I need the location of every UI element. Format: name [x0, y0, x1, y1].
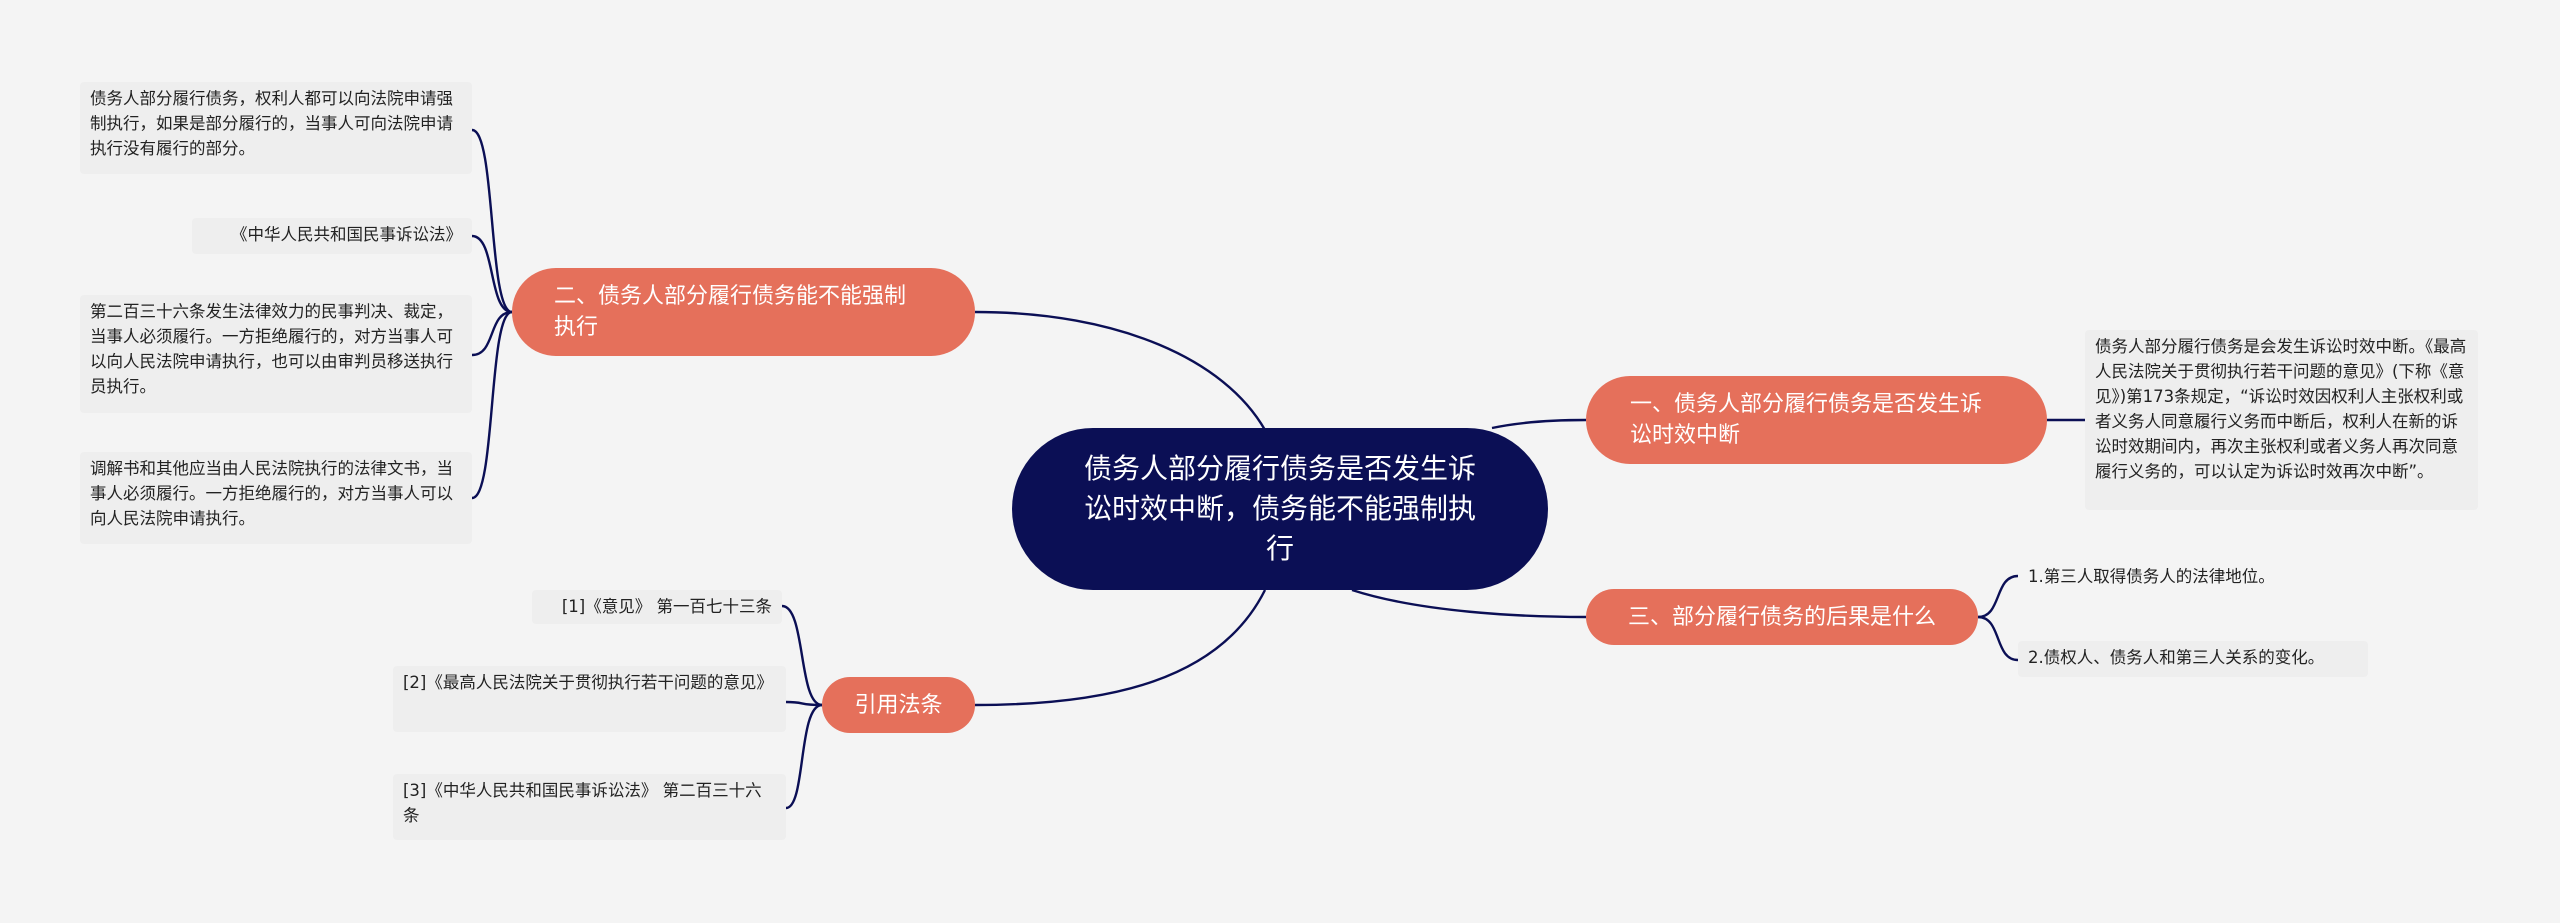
- leaf-b2-4-text: 调解书和其他应当由人民法院执行的法律文书，当事人必须履行。一方拒绝履行的，对方当…: [90, 459, 453, 528]
- leaf-b2-3-text: 第二百三十六条发生法律效力的民事判决、裁定，当事人必须履行。一方拒绝履行的，对方…: [90, 302, 453, 396]
- branch-label-b2: 二、债务人部分履行债务能不能强制执行: [554, 284, 907, 340]
- leaf-b3-2-text: 2.债权人、债务人和第三人关系的变化。: [2028, 648, 2325, 667]
- leaf-b2-3[interactable]: 第二百三十六条发生法律效力的民事判决、裁定，当事人必须履行。一方拒绝履行的，对方…: [80, 295, 472, 413]
- leaf-b4-3-text: [3]《中华人民共和国民事诉讼法》 第二百三十六条: [403, 781, 762, 825]
- link-b3-leaf2: [1977, 615, 2019, 662]
- leaf-b2-2[interactable]: 《中华人民共和国民事诉讼法》: [192, 218, 472, 254]
- leaf-b4-3[interactable]: [3]《中华人民共和国民事诉讼法》 第二百三十六条: [393, 774, 786, 840]
- branch-node-b2[interactable]: 二、债务人部分履行债务能不能强制执行: [512, 268, 975, 356]
- leaf-b4-1-text: [1]《意见》 第一百七十三条: [561, 597, 772, 616]
- central-topic[interactable]: 债务人部分履行债务是否发生诉讼时效中断，债务能不能强制执行: [1012, 428, 1548, 590]
- link-central-b3: [1351, 588, 1587, 619]
- leaf-b3-1[interactable]: 1.第三人取得债务人的法律地位。: [2018, 560, 2338, 594]
- branch-node-b4[interactable]: 引用法条: [822, 677, 975, 733]
- leaf-b2-4[interactable]: 调解书和其他应当由人民法院执行的法律文书，当事人必须履行。一方拒绝履行的，对方当…: [80, 452, 472, 544]
- branch-node-b3[interactable]: 三、部分履行债务的后果是什么: [1586, 589, 1978, 645]
- leaf-b4-2-text: [2]《最高人民法院关于贯彻执行若干问题的意见》: [403, 673, 773, 692]
- link-b4-leaf2: [785, 700, 823, 707]
- branch-label-b3: 三、部分履行债务的后果是什么: [1627, 604, 1936, 630]
- link-b2-leaf3: [471, 310, 513, 357]
- leaf-b4-1[interactable]: [1]《意见》 第一百七十三条: [532, 590, 782, 624]
- link-b2-leaf2: [471, 234, 513, 314]
- branch-node-b1[interactable]: 一、债务人部分履行债务是否发生诉讼时效中断: [1586, 376, 2047, 464]
- leaf-b2-2-text: 《中华人民共和国民事诉讼法》: [231, 225, 462, 244]
- leaf-b2-1-text: 债务人部分履行债务，权利人都可以向法院申请强制执行，如果是部分履行的，当事人可向…: [90, 89, 453, 158]
- link-b4-leaf1: [781, 604, 823, 707]
- link-b2-leaf1: [471, 128, 513, 314]
- leaf-b4-2[interactable]: [2]《最高人民法院关于贯彻执行若干问题的意见》: [393, 666, 786, 732]
- leaf-b3-1-text: 1.第三人取得债务人的法律地位。: [2028, 567, 2275, 586]
- leaf-b3-2[interactable]: 2.债权人、债务人和第三人关系的变化。: [2018, 641, 2368, 677]
- link-central-b4: [974, 589, 1267, 707]
- branch-label-b1: 一、债务人部分履行债务是否发生诉讼时效中断: [1630, 392, 1983, 448]
- link-central-b2: [974, 310, 1267, 431]
- central-topic-text: 债务人部分履行债务是否发生诉讼时效中断，债务能不能强制执行: [1084, 452, 1477, 565]
- link-central-b1: [1491, 418, 1587, 430]
- link-b4-leaf3: [785, 703, 823, 810]
- link-b3-leaf1: [1977, 574, 2019, 619]
- leaf-b2-1[interactable]: 债务人部分履行债务，权利人都可以向法院申请强制执行，如果是部分履行的，当事人可向…: [80, 82, 472, 174]
- leaf-b1-1-text: 债务人部分履行债务是会发生诉讼时效中断。《最高人民法院关于贯彻执行若干问题的意见…: [2095, 337, 2467, 481]
- branch-label-b4: 引用法条: [854, 692, 943, 718]
- leaf-b1-1[interactable]: 债务人部分履行债务是会发生诉讼时效中断。《最高人民法院关于贯彻执行若干问题的意见…: [2085, 330, 2478, 510]
- link-b2-leaf4: [471, 310, 513, 500]
